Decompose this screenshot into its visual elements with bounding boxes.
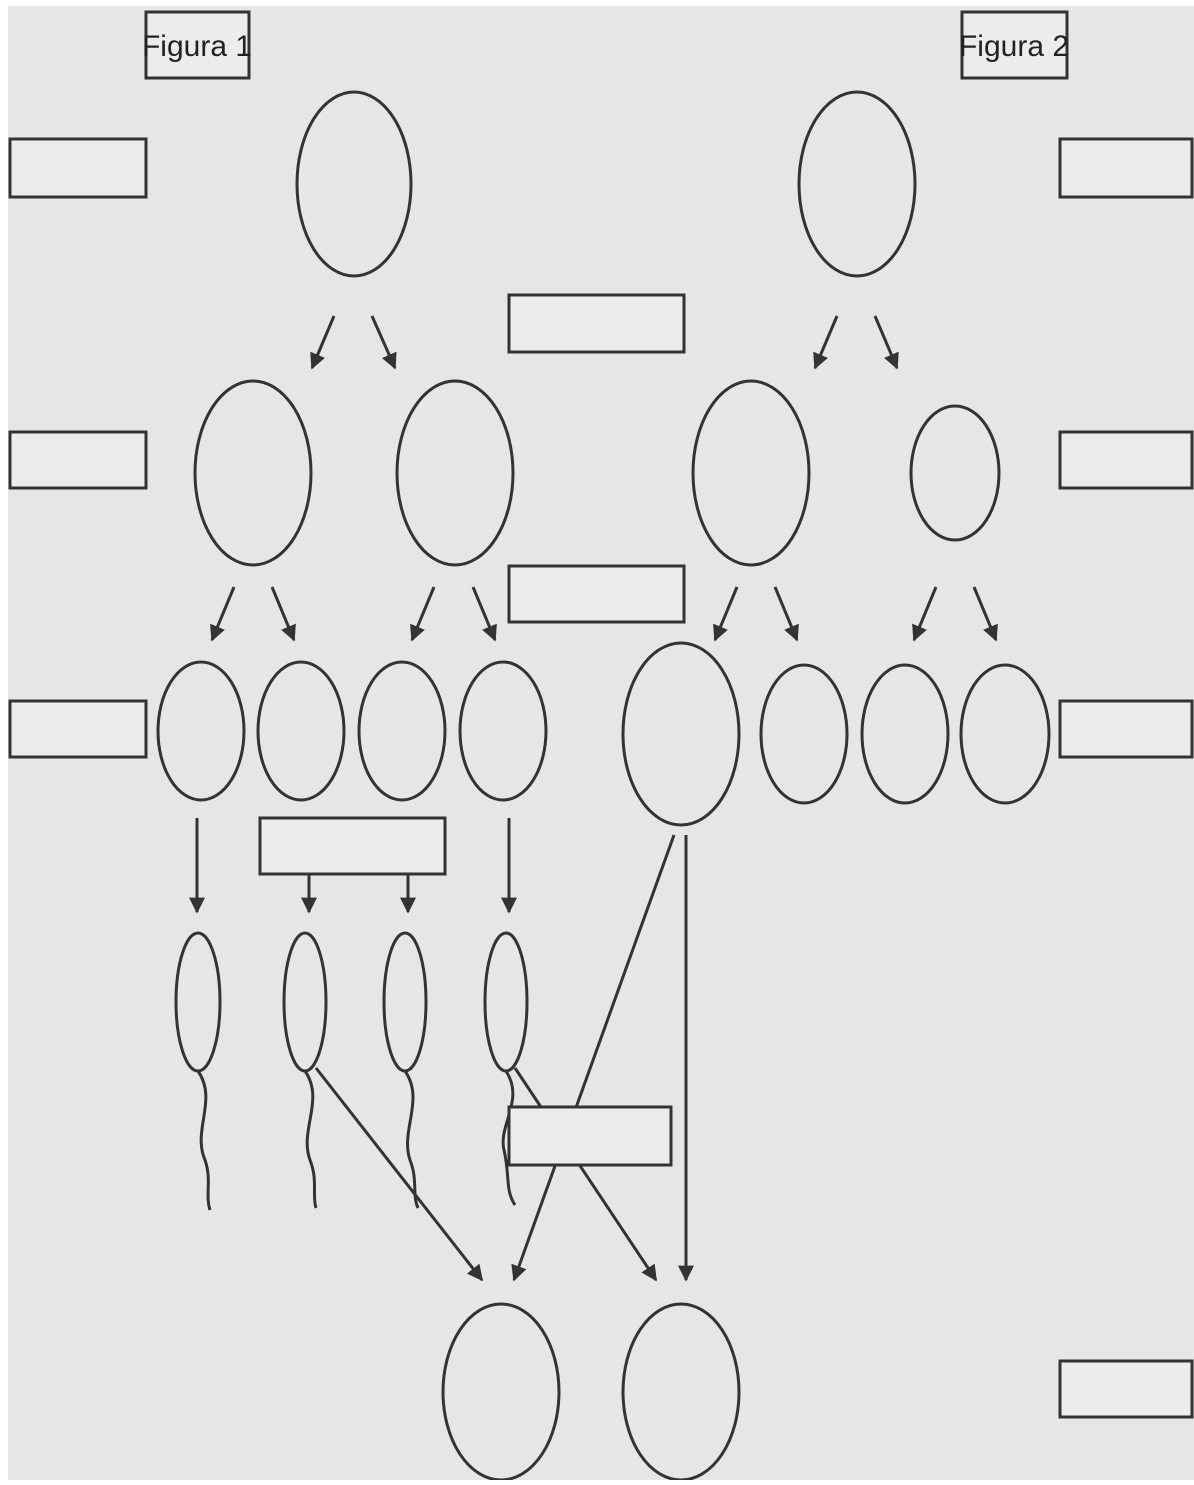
blank-box-right-2[interactable] [1058, 430, 1194, 490]
blank-box-left-1[interactable] [8, 137, 148, 199]
blank-box-right-4[interactable] [1058, 1359, 1194, 1419]
fig1-cell-level3-d [458, 660, 548, 802]
blank-box-center-1[interactable] [507, 293, 686, 354]
fertilization-arrow-3 [511, 834, 676, 1282]
blank-box-center-2[interactable] [507, 564, 686, 624]
fig2-arrow-2a [713, 586, 739, 642]
fig1-sperm-a [174, 931, 222, 1211]
fig2-arrow-2c [912, 586, 938, 642]
blank-box-right-1[interactable] [1058, 137, 1194, 199]
blank-box-center-4[interactable] [507, 1105, 673, 1167]
fig2-parent-cell [797, 90, 917, 278]
fig1-cell-level2-a [193, 379, 313, 567]
fig1-cell-level3-a [156, 660, 246, 802]
fertilization-arrow-1 [314, 1067, 484, 1282]
figure2-label-box [960, 10, 1069, 80]
fig2-polar-body-1 [909, 404, 1001, 542]
fig1-cell-level3-b [256, 660, 346, 802]
fig2-ovum [621, 641, 741, 827]
fig2-polar-body-a [759, 663, 849, 805]
fig1-arrow-1b [370, 315, 397, 370]
blank-box-center-3[interactable] [258, 816, 447, 876]
figure2-label-text: Figura 2 [959, 30, 1069, 63]
fig1-arrow-2c [410, 586, 436, 642]
blank-box-left-3[interactable] [8, 699, 148, 759]
fig1-arrow-2d [471, 586, 497, 642]
fig2-arrow-1a [813, 315, 839, 370]
figure1-label: Figura 1 [142, 10, 252, 80]
fig1-cell-level2-b [395, 379, 515, 567]
fig1-arrow-2b [270, 586, 296, 642]
fig2-arrow-2d [972, 586, 998, 642]
fig2-arrow-1b [873, 315, 899, 370]
figure2-label: Figura 2 [959, 10, 1069, 80]
fig2-cell-level2-a [691, 379, 811, 567]
blank-box-left-2[interactable] [8, 430, 148, 490]
fig2-arrow-2b [773, 586, 799, 642]
diagram-background [8, 6, 1194, 1480]
fig1-sperm-b [282, 931, 328, 1209]
fig2-polar-body-b [860, 663, 950, 805]
blank-box-right-3[interactable] [1058, 699, 1194, 759]
fig1-sperm-d [483, 931, 529, 1206]
fig2-polar-body-c [959, 663, 1051, 805]
fig1-arrow-1a [310, 315, 336, 370]
figure1-label-box [144, 10, 251, 80]
fig1-arrow-2a [210, 586, 236, 642]
fig1-parent-cell [295, 90, 413, 278]
fertilization-arrow-2 [513, 1067, 658, 1282]
figure1-label-text: Figura 1 [142, 30, 252, 63]
fig1-cell-level3-c [357, 660, 447, 802]
